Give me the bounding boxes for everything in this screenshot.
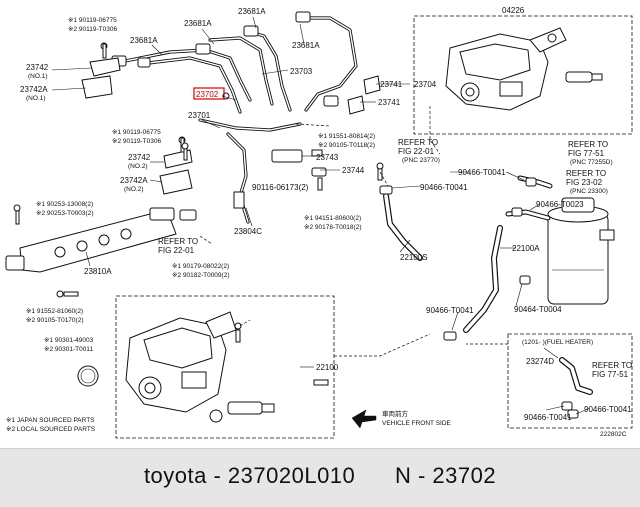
- label-23741-2: 23741: [378, 98, 401, 107]
- ref-a-1: REFER TO: [398, 138, 438, 147]
- ref-c-3: (PNC 23300): [570, 188, 608, 195]
- label-23681a-4: 23681A: [292, 41, 320, 50]
- label-90466-t0041-b: 90466-T0041: [420, 183, 468, 192]
- hose-clips: [379, 177, 579, 419]
- ref-c-2: FIG 23-02: [566, 178, 603, 187]
- label-23741-1: 23741: [380, 80, 403, 89]
- label-22100a: 22100A: [512, 244, 540, 253]
- label-23742a-no1-sub: (NO.1): [26, 95, 46, 102]
- label-23742-no1-sub: (NO.1): [28, 73, 48, 80]
- supply-pump-22100: [125, 311, 275, 423]
- clamp-23742-no1: [81, 42, 121, 99]
- bolt-6-local: ※2 90182-T0009(2): [172, 272, 229, 279]
- label-23701: 23701: [188, 111, 211, 120]
- pipe-nuts: [111, 11, 339, 107]
- label-23703: 23703: [290, 67, 313, 76]
- ref-e-1: REFER TO: [592, 361, 632, 370]
- inset-box-04226: [413, 15, 633, 135]
- vehicle-front-arrow: [351, 409, 377, 429]
- label-23810a: 23810A: [84, 267, 112, 276]
- ref-a-3: (PNC 23770): [402, 157, 440, 164]
- label-23274d: 23274D: [526, 357, 554, 366]
- label-23744: 23744: [342, 166, 365, 175]
- label-23742-no1: 23742: [26, 63, 49, 72]
- bolt-5-local: ※2 90253-T0003(2): [36, 210, 93, 217]
- bolt-3-jp: ※1 91551-80814(2): [318, 133, 375, 140]
- label-90116: 90116-06173(2): [252, 183, 309, 192]
- bolt-7-jp: ※1 91552-81060(2): [26, 308, 83, 315]
- label-90464-t0004: 90464-T0004: [514, 305, 562, 314]
- bolt-5-jp: ※1 90253-13008(2): [36, 201, 93, 208]
- ref-b-3: (PNC 77255D): [570, 159, 613, 166]
- note-japan: ※1 JAPAN SOURCED PARTS: [6, 417, 95, 424]
- diagram-code: 222802C: [600, 431, 627, 438]
- label-23742a-no2: 23742A: [120, 176, 148, 185]
- bolt-1-local: ※2 90119-T0306: [68, 26, 117, 33]
- common-rail-23810a: [5, 207, 197, 273]
- vehicle-front-jp: 車両前方: [382, 409, 409, 418]
- label-90466-t0023: 90466-T0023: [536, 200, 584, 209]
- connection-lines: [199, 106, 508, 357]
- footer-part-number: toyota - 237020L010 N - 23702: [143, 463, 497, 488]
- label-23742a-no2-sub: (NO.2): [124, 186, 144, 193]
- bolt-8-jp: ※1 90301-49003: [44, 337, 94, 344]
- label-90466-t0041-e: 90466-T0041: [584, 405, 632, 414]
- inset-box-heater: [507, 333, 633, 429]
- ref-d-1: REFER TO: [158, 237, 198, 246]
- ref-a-2: FIG 22-01: [398, 147, 435, 156]
- label-90466-t0041-a: 90466-T0041: [458, 168, 506, 177]
- ref-d-2: FIG 22-01: [158, 246, 195, 255]
- bolt-8-local: ※2 90301-T0011: [44, 346, 93, 353]
- label-23742-no2: 23742: [128, 153, 151, 162]
- label-23681a-2: 23681A: [238, 7, 266, 16]
- bolts: [13, 142, 384, 386]
- vehicle-front-en: VEHICLE FRONT SIDE: [382, 420, 452, 427]
- label-04226: 04226: [502, 6, 525, 15]
- label-22100s: 22100S: [400, 253, 428, 262]
- ref-e-2: FIG 77-51: [592, 370, 629, 379]
- bolt-7-local: ※2 90105-T0170(2): [26, 317, 83, 324]
- note-local: ※2 LOCAL SOURCED PARTS: [6, 426, 96, 433]
- label-23704: 23704: [414, 80, 437, 89]
- diagram-drawing: 23681A 23681A 23681A 23681A 04226 23703 …: [5, 6, 633, 439]
- bolt-1-jp: ※1 90119-06775: [68, 17, 117, 24]
- label-23742-no2-sub: (NO.2): [128, 163, 148, 170]
- fuel-pipes: [118, 16, 358, 224]
- ref-b-2: FIG 77-51: [568, 149, 605, 158]
- supply-pump-inset: [445, 27, 603, 111]
- label-23743: 23743: [316, 153, 339, 162]
- heater-box-title: (1201- )(FUEL HEATER): [522, 339, 593, 346]
- bolt-4-local: ※2 90178-T0018(2): [304, 224, 361, 231]
- ref-c-1: REFER TO: [566, 169, 606, 178]
- label-23742a-no1: 23742A: [20, 85, 48, 94]
- label-23804c: 23804C: [234, 227, 262, 236]
- bolt-2-local: ※2 90119-T0306: [112, 138, 161, 145]
- label-90466-t0041-c: 90466-T0041: [426, 306, 474, 315]
- leader-lines: [51, 16, 591, 415]
- bolt-6-jp: ※1 90179-08022(2): [172, 263, 229, 270]
- label-22100: 22100: [316, 363, 339, 372]
- bolt-3-local: ※2 90105-T0118(2): [318, 142, 375, 149]
- bolt-2-jp: ※1 90119-06775: [112, 129, 161, 136]
- label-23681a-1: 23681A: [184, 19, 212, 28]
- clamps-right: [233, 75, 381, 209]
- fuel-filter-22100a: [547, 197, 615, 305]
- label-23681a-3: 23681A: [130, 36, 158, 45]
- part-number-footer: toyota - 237020L010 N - 23702: [0, 448, 640, 507]
- bolt-4-jp: ※1 94151-80600(2): [304, 215, 361, 222]
- label-90466-t0041-d: 90466-T0041: [524, 413, 572, 422]
- ref-b-1: REFER TO: [568, 140, 608, 149]
- inset-box-22100: [115, 295, 335, 439]
- label-23702-highlighted: 23702: [196, 90, 219, 99]
- part-labels: 23681A 23681A 23681A 23681A 04226 23703 …: [6, 6, 632, 438]
- highlight-box-23702: [193, 87, 225, 100]
